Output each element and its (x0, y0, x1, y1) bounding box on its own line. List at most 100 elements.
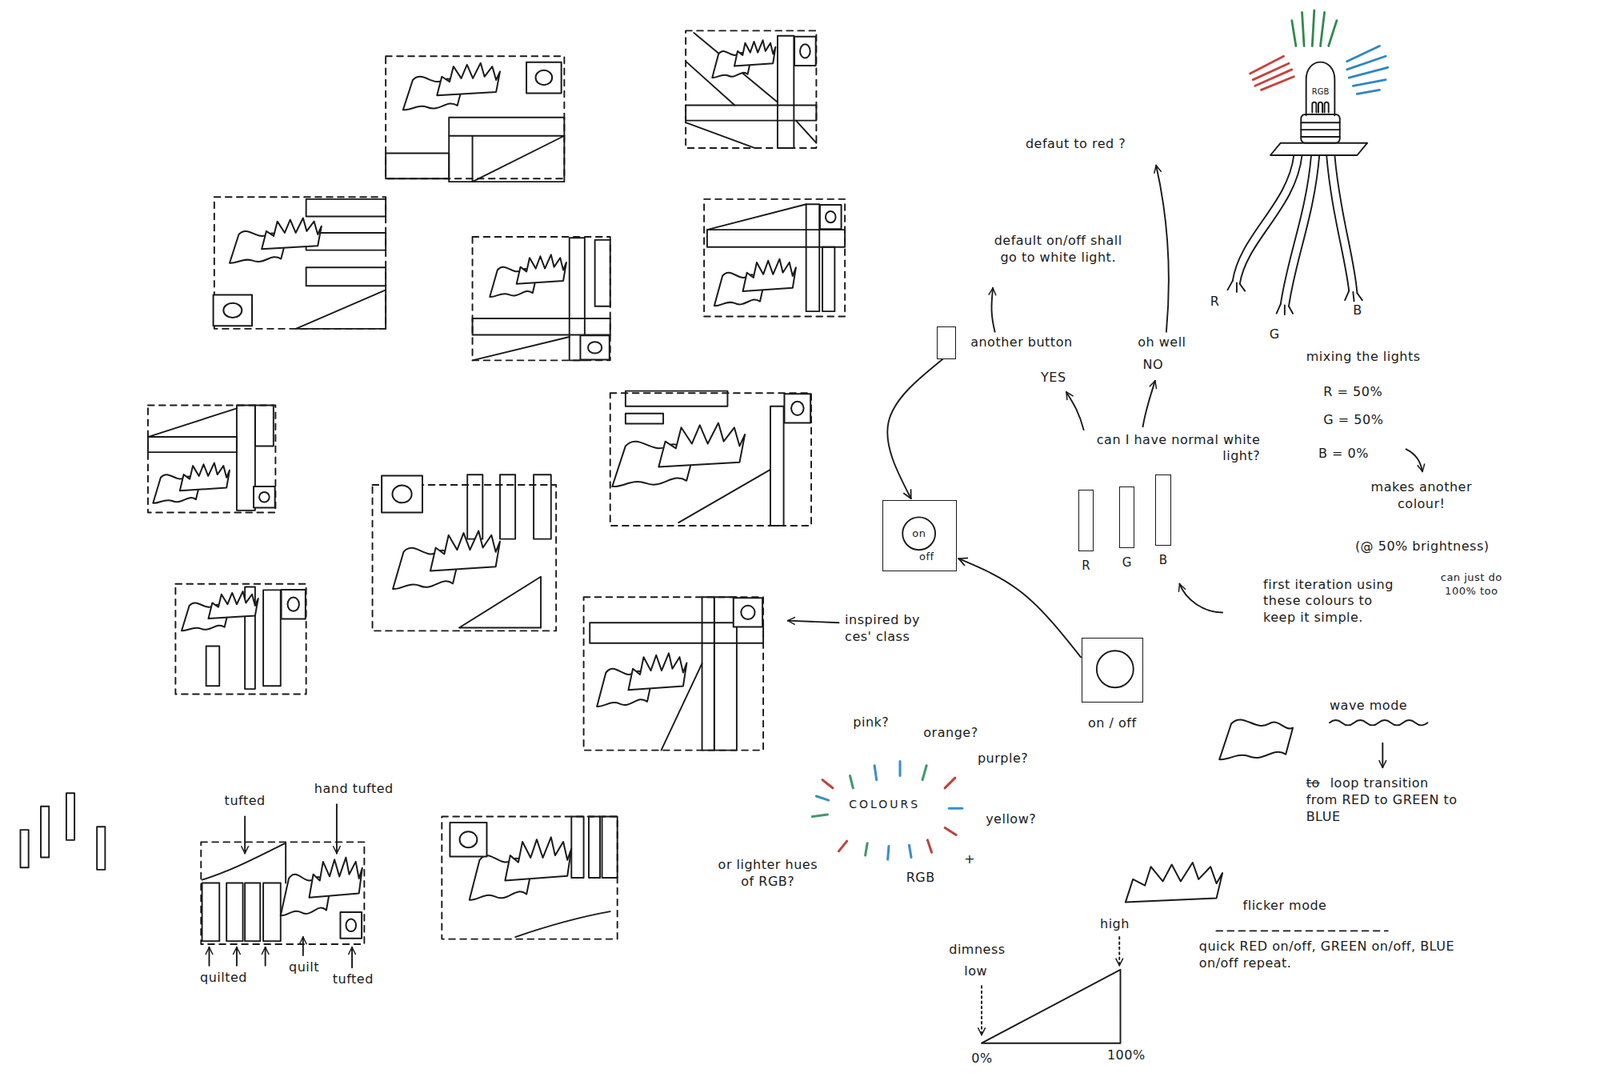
mode-icon (1219, 719, 1293, 760)
button-circle (1096, 650, 1134, 688)
thumbnail-sketch (571, 816, 584, 879)
leader-arrow (1381, 743, 1384, 768)
thumbnail-sketch (441, 816, 617, 940)
note: loop transition from RED to GREEN to BLU… (1306, 775, 1460, 825)
leader-arrow (1143, 380, 1156, 427)
leader-arrow (208, 947, 211, 966)
thumbnail-sketch (472, 236, 611, 360)
thumbnail-sketch (685, 104, 816, 120)
thumbnail-sketch (459, 576, 541, 628)
colour-option: purple? (977, 750, 1028, 768)
thumbnail-sketch (472, 336, 570, 360)
thumbnail-sketch (526, 62, 562, 94)
colour-burst (850, 776, 854, 788)
thumbnail-sketch (449, 822, 487, 856)
leader-arrow (1406, 448, 1423, 472)
pin-name: R (1210, 293, 1220, 311)
flow-arrow (887, 359, 943, 499)
rgb-led-illustration (1270, 143, 1368, 156)
colour-burst (898, 761, 901, 776)
leader-arrow (788, 620, 840, 624)
tally-marks (96, 826, 105, 870)
thumbnail-sketch (148, 404, 276, 512)
button-circle (1082, 638, 1144, 703)
colour-bar: G (1119, 486, 1135, 571)
leader-arrow (991, 288, 995, 332)
button-node: another button (936, 326, 1073, 360)
thumbnail-sketch (584, 596, 764, 750)
thumbnail-sketch (584, 596, 764, 750)
node-text: another button (970, 334, 1072, 352)
thumbnail-sketch (175, 584, 306, 695)
thumbnail-sketch (206, 646, 220, 687)
value-note: G = 50% (1323, 412, 1384, 429)
value-note: B = 0% (1318, 445, 1369, 463)
thumbnail-sketch (533, 474, 552, 539)
leader-arrow (264, 947, 267, 966)
thumbnail-sketch (472, 318, 611, 335)
pin-name: G (1269, 326, 1280, 344)
rgb-led-illustration (1250, 56, 1295, 90)
thumbnail-sketch (820, 204, 842, 229)
leader-arrow (236, 947, 238, 966)
note: (@ 50% brightness) (1355, 538, 1490, 556)
button-outline (936, 326, 956, 360)
rgb-led-illustration (1300, 122, 1340, 137)
part-label: tufted (332, 971, 374, 988)
thumbnail-sketch (296, 289, 386, 328)
thumbnail-sketch (229, 218, 322, 264)
note: defaut to red ? (1025, 136, 1126, 153)
thumbnail-sketch (678, 469, 771, 523)
thumbnail-sketch (148, 436, 237, 452)
annotated-sketch (226, 882, 243, 941)
axis-label: 0% (971, 1050, 992, 1068)
thumbnail-sketch (610, 392, 812, 526)
annotated-sketch (200, 841, 364, 944)
thumbnail-sketch (704, 199, 845, 317)
part-label: quilted (200, 969, 248, 987)
rgb-led-illustration (1326, 155, 1357, 293)
mode-icon (1216, 929, 1388, 932)
thumbnail-sketch (685, 30, 816, 148)
leader-arrow (1156, 165, 1169, 332)
note: quick RED on/off, GREEN on/off, BLUE on/… (1199, 938, 1475, 972)
thumbnail-sketch (707, 204, 807, 230)
colour-option: or lighter hues of RGB? (714, 856, 822, 891)
answer: YES (1040, 369, 1067, 387)
thumbnail-sketch (702, 596, 715, 750)
thumbnail-sketch (602, 816, 618, 879)
annotated-sketch (202, 882, 220, 941)
mode-icon (1125, 862, 1223, 903)
on-off-box: on off (882, 500, 957, 572)
node-text: on (912, 526, 926, 540)
colour-option: orange? (923, 724, 978, 742)
colour-option: yellow? (985, 811, 1036, 828)
rgb-led-illustration (1300, 114, 1340, 144)
mode-name: flicker mode (1243, 897, 1328, 915)
note: default on/off shall go to white light. (992, 232, 1125, 267)
colour-burst (888, 846, 889, 860)
node-text: on / off (1088, 715, 1137, 732)
colour-burst (812, 814, 828, 817)
thumbnail-sketch (784, 393, 811, 423)
thumbnail-sketch (596, 652, 687, 707)
colour-option: RGB (906, 869, 936, 887)
rgb-led-illustration (1250, 10, 1388, 95)
heading: COLOURS (848, 796, 920, 812)
question: can I have normal white light? (1056, 432, 1260, 466)
tally-marks (20, 792, 106, 870)
thumbnail-sketch (448, 136, 564, 182)
thumbnail-sketch (148, 408, 237, 437)
symbol: + (964, 851, 976, 868)
node-text: off (919, 550, 935, 564)
led-label: RGB (1306, 86, 1336, 97)
mode-icon (1125, 719, 1428, 931)
answer-note: oh well (1137, 334, 1186, 352)
thumbnail-sketch (714, 259, 796, 307)
rgb-led-illustration (1232, 155, 1303, 284)
thumbnail-sketch (822, 247, 835, 312)
thumbnail-sketch (625, 413, 664, 424)
bar-outline (1078, 489, 1094, 552)
thumbnail-sketch (253, 486, 276, 508)
